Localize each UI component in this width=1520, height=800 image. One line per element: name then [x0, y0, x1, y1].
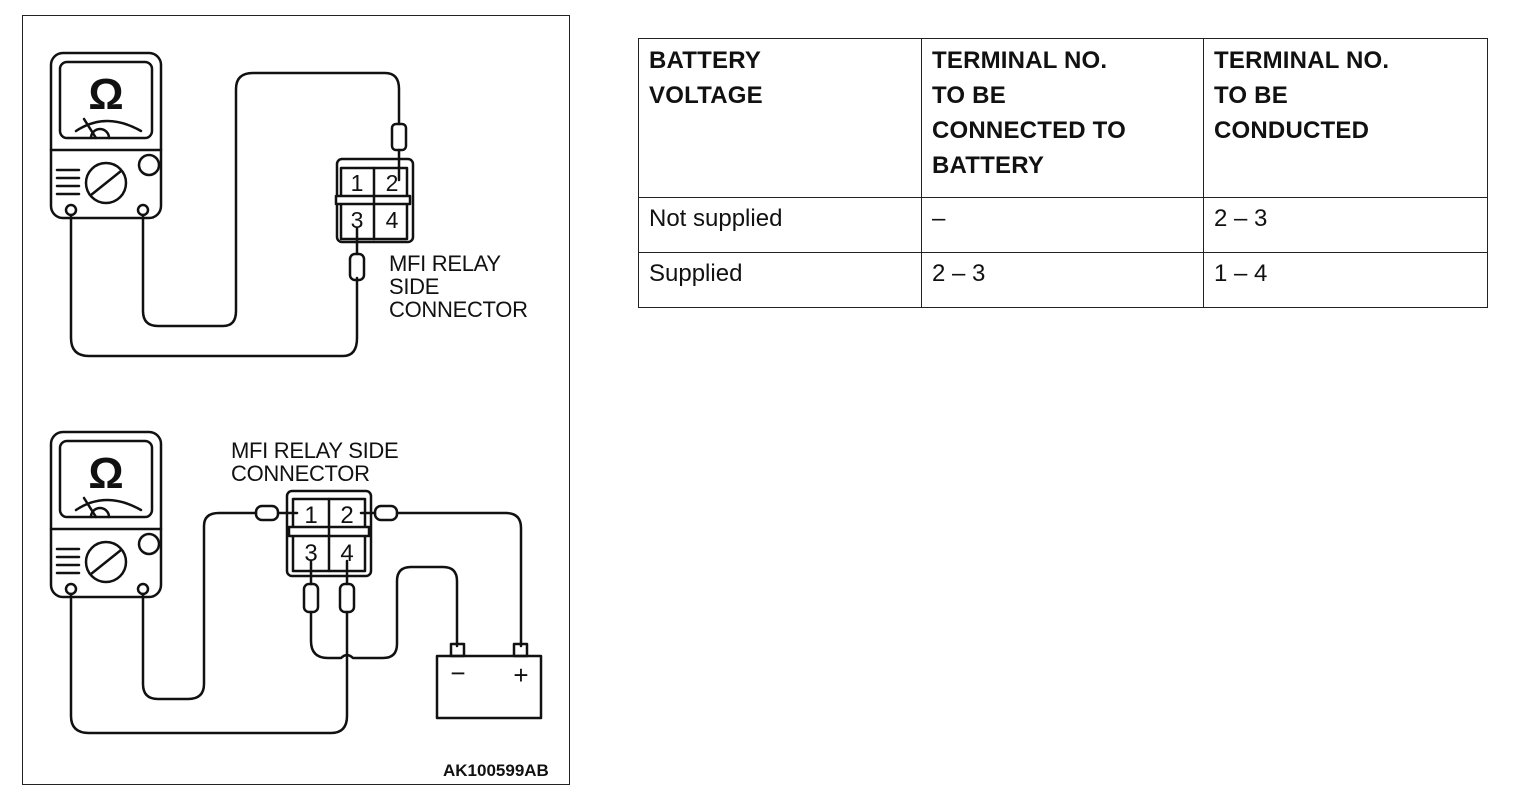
probe-icon	[373, 504, 399, 522]
terminal-check-table: BATTERY VOLTAGE TERMINAL NO. TO BE CONNE…	[638, 38, 1488, 308]
relay-connector-icon: 1 2 3 4	[334, 157, 415, 244]
column-header: TERMINAL NO. TO BE CONNECTED TO BATTERY	[921, 38, 1204, 198]
probe-icon	[348, 252, 366, 282]
svg-text:4: 4	[340, 540, 353, 567]
svg-text:4: 4	[386, 207, 399, 233]
column-header: BATTERY VOLTAGE	[638, 38, 922, 198]
ohm-symbol: Ω	[88, 70, 123, 119]
svg-text:2: 2	[340, 502, 353, 529]
wiring-diagram: Ω 1 2 3 4	[49, 51, 543, 735]
battery-negative-label: −	[450, 658, 465, 688]
probe-icon	[338, 582, 356, 614]
bottom-connector-label: MFI RELAY SIDE CONNECTOR	[231, 438, 399, 486]
column-header: TERMINAL NO. TO BE CONDUCTED	[1203, 38, 1488, 198]
table-cell: 2 – 3	[921, 252, 1204, 308]
svg-text:2: 2	[386, 170, 399, 196]
top-wires	[69, 71, 408, 358]
table-cell: –	[921, 197, 1204, 253]
svg-text:3: 3	[351, 207, 364, 233]
bottom-wires	[69, 504, 523, 735]
battery-positive-label: +	[513, 660, 528, 690]
table-cell: Supplied	[638, 252, 922, 308]
relay-connector-icon: 1 2 3 4	[285, 489, 373, 578]
table-cell: Not supplied	[638, 197, 922, 253]
table-cell: 1 – 4	[1203, 252, 1488, 308]
probe-icon	[302, 582, 320, 614]
figure-id: AK100599AB	[443, 761, 549, 780]
table-row: Not supplied – 2 – 3	[638, 197, 1488, 253]
table-header-row: BATTERY VOLTAGE TERMINAL NO. TO BE CONNE…	[638, 38, 1488, 198]
top-connector-label: MFI RELAY SIDE CONNECTOR	[389, 251, 528, 322]
svg-text:Ω: Ω	[88, 449, 123, 498]
wiring-diagram-panel: Ω 1 2 3 4	[22, 15, 570, 785]
probe-icon	[254, 504, 280, 522]
svg-text:1: 1	[351, 170, 364, 196]
table-row: Supplied 2 – 3 1 – 4	[638, 252, 1488, 308]
svg-text:1: 1	[304, 502, 317, 529]
svg-text:3: 3	[304, 540, 317, 567]
ohmmeter-icon: Ω	[49, 51, 163, 220]
probe-icon	[390, 122, 408, 152]
battery-icon: − +	[435, 642, 543, 720]
table-cell: 2 – 3	[1203, 197, 1488, 253]
ohmmeter-icon: Ω	[49, 430, 163, 599]
